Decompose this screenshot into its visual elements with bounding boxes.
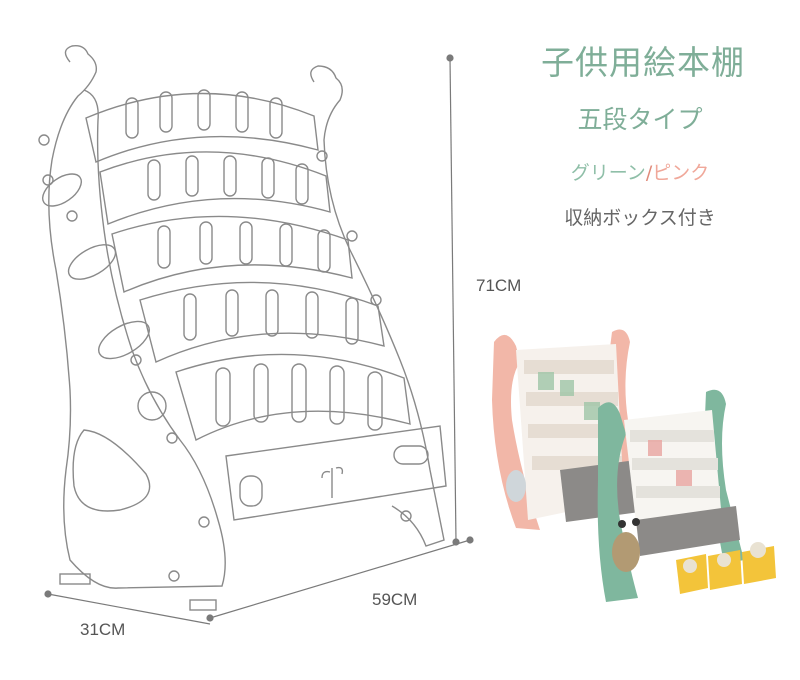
foot-left bbox=[59, 573, 91, 585]
storage-box-note: 収納ボックス付き bbox=[564, 207, 716, 229]
shelf-tier-4 bbox=[139, 281, 385, 363]
side-triangle-cutout bbox=[72, 429, 151, 512]
foot-right bbox=[189, 599, 217, 611]
cactus-ornament bbox=[321, 466, 344, 498]
handle-right bbox=[393, 445, 429, 465]
shelf-tier-5 bbox=[175, 353, 411, 442]
dimension-lines bbox=[44, 54, 474, 625]
color-green-label: グリーン bbox=[570, 162, 646, 184]
shelf-tier-1 bbox=[85, 92, 319, 163]
depth-dimension-label: 31CM bbox=[80, 620, 126, 639]
height-dimension-label: 71CM bbox=[476, 276, 522, 295]
handle-ornament-3 bbox=[98, 320, 150, 360]
color-separator: / bbox=[645, 162, 653, 184]
width-dimension-label: 59CM bbox=[372, 590, 418, 609]
handle-ornament-2 bbox=[67, 244, 117, 280]
photo-green-bookshelf bbox=[597, 389, 776, 602]
tier-type-label: 五段タイプ bbox=[577, 105, 703, 134]
right-side-panel bbox=[310, 65, 445, 547]
handle-ornament-1 bbox=[42, 173, 82, 207]
shelf-tier-3 bbox=[111, 215, 353, 293]
shelf-tier-2 bbox=[99, 151, 331, 225]
screws bbox=[38, 134, 412, 582]
line-drawing-bookshelf bbox=[38, 44, 447, 611]
shelf-slots bbox=[125, 89, 383, 431]
photo-pink-bookshelf bbox=[492, 329, 640, 530]
color-options: グリーン/ピンク bbox=[530, 158, 750, 185]
left-side-panel bbox=[48, 44, 226, 589]
color-pink-label: ピンク bbox=[652, 162, 710, 184]
product-title: 子供用絵本棚 bbox=[541, 43, 745, 82]
side-hole bbox=[137, 391, 167, 421]
bottom-storage-panel bbox=[225, 425, 447, 521]
handle-left bbox=[239, 475, 263, 507]
